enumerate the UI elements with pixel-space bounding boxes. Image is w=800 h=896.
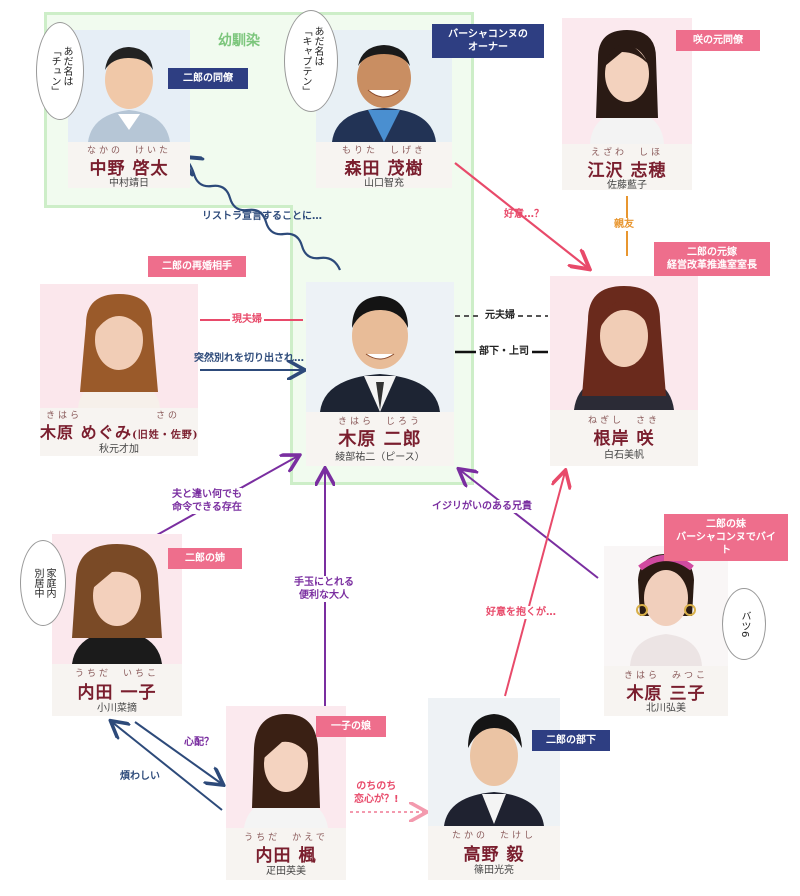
label-shinpai: 心配？ — [184, 737, 214, 748]
ruby-ichiko: うちだ いちこ — [74, 669, 159, 679]
actor-megumi: 秋元才加 — [99, 444, 139, 455]
ruby-megumi: きはら — [46, 408, 82, 421]
edge-takano-negishi — [504, 472, 565, 697]
label-buka: 部下・上司 — [476, 345, 532, 358]
label-ijiri: イジリがいのある兄貴 — [432, 500, 532, 513]
bubble-nakano: あだ名は 「チュン」 — [36, 22, 84, 120]
name-ichiko: 内田 一子 — [77, 683, 157, 703]
label-motofufu: 元夫婦 — [482, 309, 518, 322]
actor-morita: 山口智充 — [364, 178, 404, 189]
ruby-negishi: ねぎし さき — [587, 416, 660, 426]
name-megumi: 木原 めぐみ(旧姓・佐野) — [40, 423, 199, 442]
label-genfufu: 現夫婦 — [230, 313, 264, 326]
role-tag-takano: 二郎の部下 — [532, 730, 610, 751]
ruby-megumi-surname: きはら — [46, 411, 83, 421]
role-tag-morita: バーシャコンヌの オーナー — [432, 24, 544, 58]
portrait-takano — [428, 698, 560, 826]
portrait-ezawa — [562, 18, 692, 144]
card-nakano: なかの けいた 中野 啓太 中村靖日 — [68, 30, 190, 189]
label-separation: 突然別れを切り出され… — [194, 353, 304, 364]
ruby-nakano: なかの けいた — [86, 146, 171, 156]
label-meirei: 夫と違い何でも 命令できる存在 — [172, 488, 242, 514]
bubble-morita: あだ名は 「キャプテン」 — [284, 10, 338, 112]
name-kaede: 内田 楓 — [255, 846, 317, 866]
portrait-morita — [316, 30, 452, 142]
ruby-kaede: うちだ かえで — [244, 833, 328, 843]
actor-takano: 篠田光亮 — [474, 865, 514, 876]
edge-mitsuko-jiro — [460, 470, 599, 579]
card-megumi: きはら さの 木原 めぐみ(旧姓・佐野) 秋元才加 — [40, 284, 198, 456]
bubble-mitsuko: バツ6 — [722, 588, 766, 660]
label-shinyu: 親友 — [614, 218, 634, 231]
name-negishi: 根岸 咲 — [593, 429, 655, 449]
role-tag-nakano: 二郎の同僚 — [168, 68, 248, 89]
actor-jiro: 綾部祐二（ピース） — [335, 452, 425, 463]
label-restructure: リストラ宣言することに… — [202, 211, 322, 222]
ruby-megumi-maiden: さの — [155, 411, 180, 421]
edge-kaede-ichiko — [112, 722, 223, 811]
portrait-ichiko — [52, 534, 182, 664]
role-tag-kaede: 一子の娘 — [316, 716, 386, 737]
bubble-ichiko: 家庭内 別居中 — [20, 540, 66, 626]
actor-mitsuko: 北川弘美 — [646, 703, 686, 714]
label-nochinochi: のちのち 恋心が？! — [354, 781, 399, 805]
label-kōi: 好意…？ — [504, 209, 544, 220]
group-label: 幼馴染 — [218, 33, 260, 49]
role-tag-mitsuko: 二郎の妹 バーシャコンヌでバイト — [664, 514, 788, 561]
ruby-ezawa: えざわ しほ — [590, 148, 663, 158]
role-tag-ezawa: 咲の元同僚 — [676, 30, 760, 51]
portrait-negishi — [550, 276, 698, 410]
card-ezawa: えざわ しほ 江沢 志穂 佐藤藍子 — [562, 18, 692, 191]
name-morita: 森田 茂樹 — [344, 159, 424, 179]
role-tag-megumi: 二郎の再婚相手 — [148, 256, 246, 277]
ruby-mitsuko: きはら みつこ — [623, 671, 708, 681]
label-tedama: 手玉にとれる 便利な大人 — [294, 576, 354, 602]
portrait-mitsuko — [604, 546, 728, 666]
actor-ichiko: 小川菜摘 — [97, 703, 137, 714]
card-negishi: ねぎし さき 根岸 咲 白石美帆 — [550, 276, 698, 466]
edge-morita-negishi — [454, 162, 588, 268]
name-jiro: 木原 二郎 — [338, 429, 422, 450]
role-tag-ichiko: 二郎の姉 — [168, 548, 242, 569]
name-takano: 高野 毅 — [463, 845, 525, 865]
edge-restructure — [184, 158, 342, 271]
label-kōi2: 好意を抱くが… — [486, 606, 556, 619]
actor-negishi: 白石美帆 — [604, 450, 644, 461]
name-megumi-note: (旧姓・佐野) — [132, 430, 199, 441]
ruby-jiro: きはら じろう — [337, 417, 422, 427]
ruby-morita: もりた しげき — [341, 146, 426, 156]
edge-ichiko-kaede — [134, 721, 222, 784]
label-wazurawashii: 煩わしい — [120, 771, 160, 782]
actor-kaede: 疋田英美 — [266, 866, 306, 877]
name-mitsuko: 木原 三子 — [626, 684, 706, 704]
role-tag-negishi: 二郎の元嫁 経営改革推進室室長 — [654, 242, 770, 276]
card-mitsuko: きはら みつこ 木原 三子 北川弘美 — [604, 546, 728, 716]
card-takano: たかの たけし 高野 毅 篠田光亮 — [428, 698, 560, 880]
actor-ezawa: 佐藤藍子 — [607, 180, 647, 191]
portrait-jiro — [306, 282, 454, 412]
actor-nakano: 中村靖日 — [109, 178, 149, 189]
name-ezawa: 江沢 志穂 — [587, 161, 667, 181]
card-jiro: きはら じろう 木原 二郎 綾部祐二（ピース） — [306, 282, 454, 466]
name-nakano: 中野 啓太 — [89, 159, 169, 179]
card-ichiko: うちだ いちこ 内田 一子 小川菜摘 — [52, 534, 182, 716]
ruby-takano: たかの たけし — [451, 831, 536, 841]
portrait-megumi — [40, 284, 198, 408]
card-morita: もりた しげき 森田 茂樹 山口智充 — [316, 30, 452, 189]
